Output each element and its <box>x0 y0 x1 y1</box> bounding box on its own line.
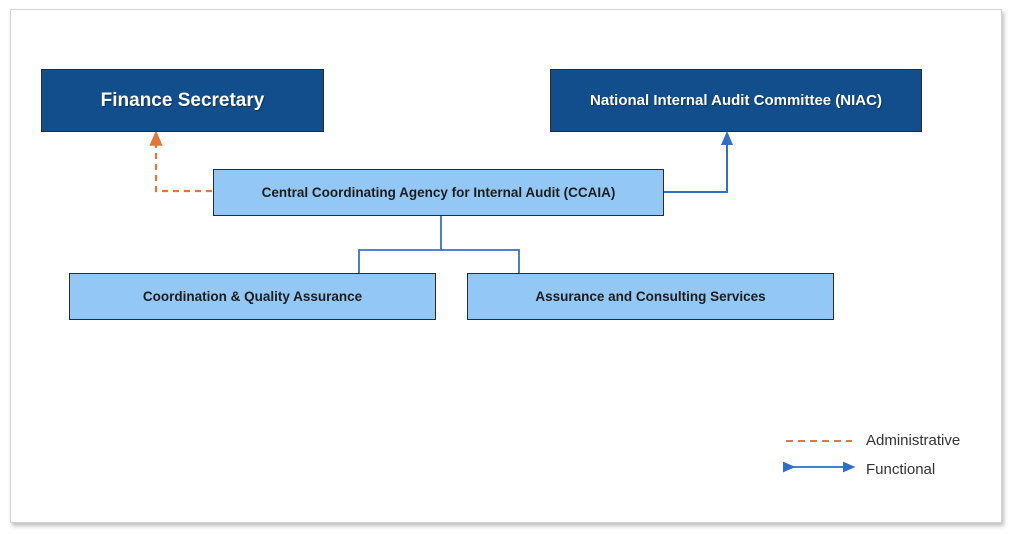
finance-secretary-label: Finance Secretary <box>100 89 265 111</box>
coordination-qa-label: Coordination & Quality Assurance <box>142 289 363 304</box>
ccaia-node: Central Coordinating Agency for Internal… <box>213 169 664 216</box>
assurance-consulting-label: Assurance and Consulting Services <box>535 289 766 304</box>
niac-node: National Internal Audit Committee (NIAC) <box>550 69 922 132</box>
coordination-qa-node: Coordination & Quality Assurance <box>69 273 436 320</box>
legend-functional-label: Functional <box>866 461 936 478</box>
ccaia-label: Central Coordinating Agency for Internal… <box>261 185 616 200</box>
legend-administrative-label: Administrative <box>866 432 961 449</box>
assurance-consulting-node: Assurance and Consulting Services <box>467 273 834 320</box>
niac-label: National Internal Audit Committee (NIAC) <box>590 92 882 109</box>
finance-secretary-node: Finance Secretary <box>41 69 324 132</box>
